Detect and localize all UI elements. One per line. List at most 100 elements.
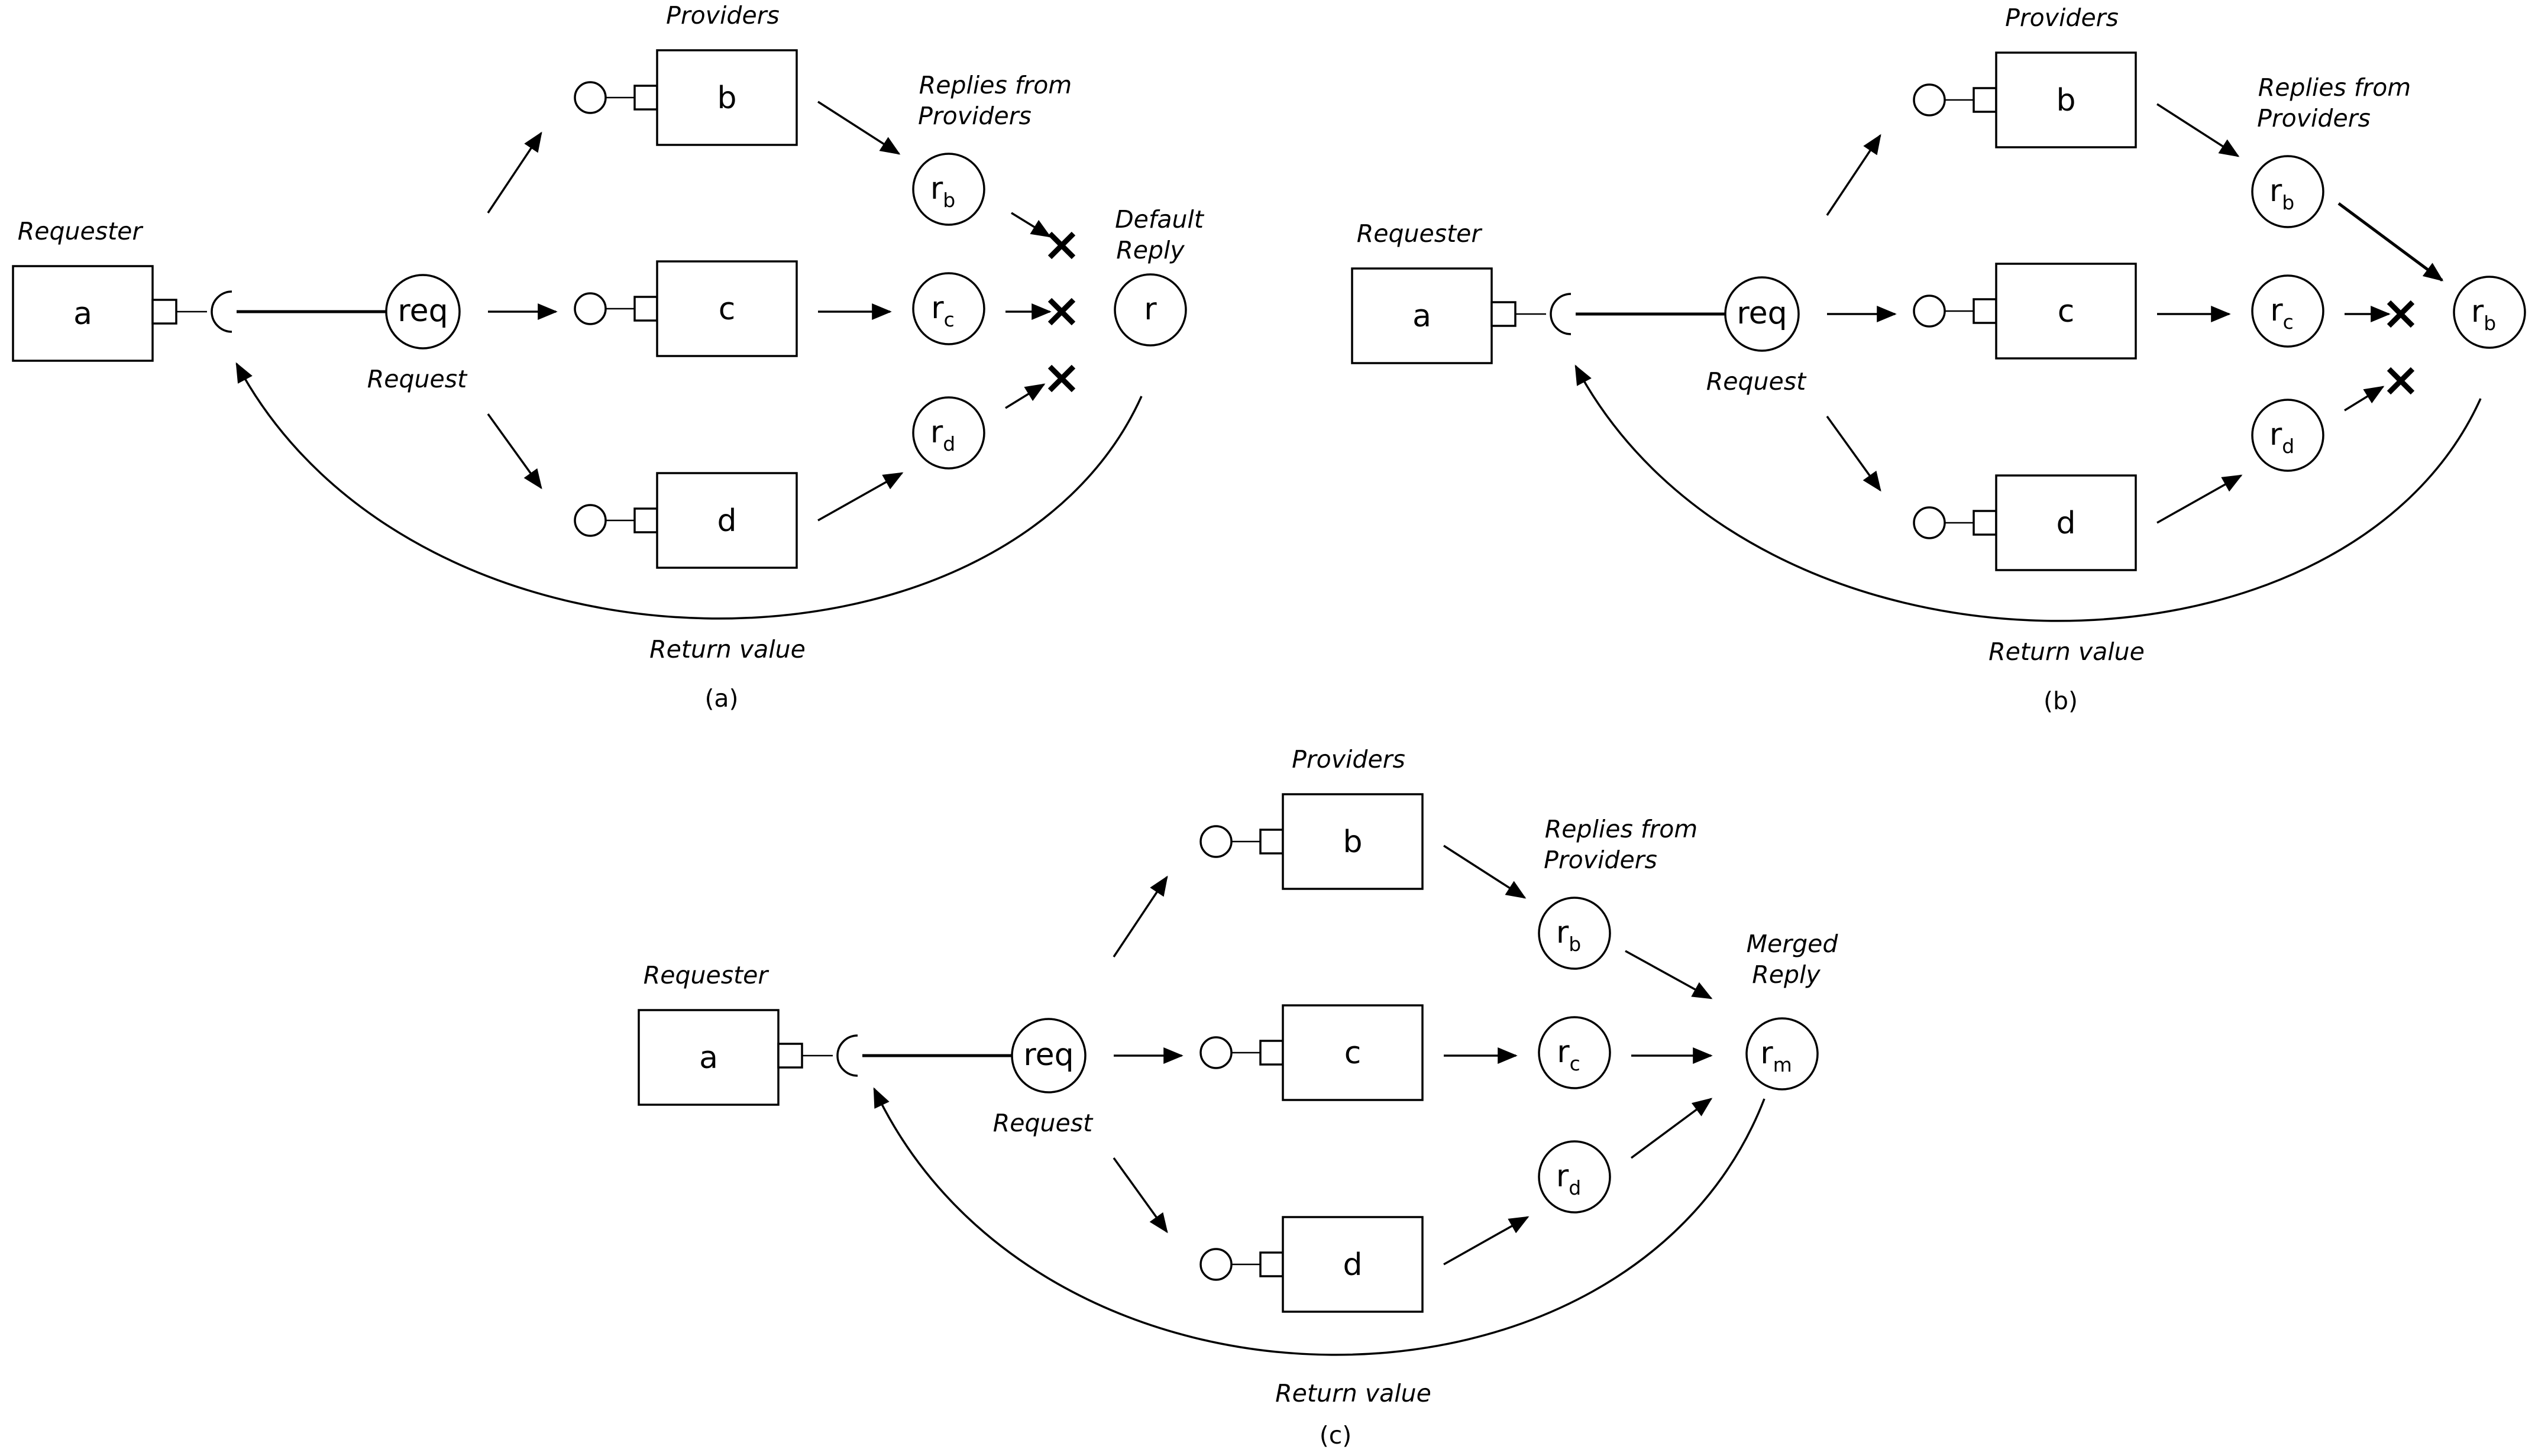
arrow-to-provider-d (1826, 415, 1881, 492)
arrow-reply-d (817, 472, 904, 522)
provider-port (633, 507, 658, 533)
node-label-base: r (1144, 292, 1157, 327)
cross-stroke (2387, 300, 2415, 328)
provider-b: b (1199, 793, 1424, 890)
provider-label: d (717, 503, 736, 539)
replies-label: Providers (1544, 846, 1657, 874)
provider-d: d (1913, 474, 2137, 571)
arrow-discard-b (1011, 212, 1052, 238)
provider-d: d (574, 472, 798, 569)
cross-stroke (1047, 297, 1076, 326)
reply-node-rc: rc (2251, 274, 2324, 348)
discard-cross-c (2387, 300, 2415, 328)
result-label: Default (1115, 205, 1205, 234)
provider-box (1995, 263, 2137, 360)
node-label-base: r (2269, 417, 2282, 452)
node-circle (2251, 155, 2324, 228)
node-label-subscript: c (1570, 1052, 1580, 1075)
request-node: req (385, 274, 461, 350)
provider-interface (1199, 1036, 1233, 1069)
request-node: req (1011, 1018, 1087, 1093)
replies-label: Providers (2257, 104, 2371, 132)
node-label-subscript: b (1569, 933, 1581, 956)
provider-box (1995, 51, 2137, 148)
caption-b: (b) (2043, 687, 2078, 715)
node-circle (1724, 276, 1800, 352)
node-circle (1538, 1140, 1611, 1214)
replies-label: Replies from (2258, 73, 2411, 102)
cross-stroke (1047, 231, 1076, 260)
requester-label: Requester (644, 961, 769, 989)
node-label-base: req (1737, 296, 1787, 331)
node-circle (2251, 274, 2324, 348)
node-label-base: r (1760, 1036, 1773, 1071)
provider-port (1973, 87, 1997, 113)
provider-interface (574, 81, 607, 114)
provider-c: c (1913, 263, 2137, 360)
node-label-base: r (2471, 294, 2484, 329)
provider-label: d (2056, 506, 2075, 541)
requester-box-label: a (1412, 299, 1431, 334)
provider-box (1995, 474, 2137, 571)
requester-port (1490, 301, 1517, 327)
node-label-base: req (397, 293, 448, 329)
provider-interface (1199, 825, 1233, 858)
provider-interface (574, 504, 607, 537)
provider-port (1259, 1040, 1284, 1066)
node-label-subscript: c (944, 308, 955, 331)
node-circle (1114, 273, 1187, 347)
return-arc (873, 1087, 1766, 1356)
arrow-to-provider-d (1113, 1157, 1168, 1234)
node-label-subscript: d (943, 432, 955, 455)
cross-stroke (2387, 367, 2415, 395)
node-label-base: r (930, 171, 943, 206)
provider-c: c (574, 260, 798, 357)
providers-label: Providers (666, 1, 780, 30)
requester-port (777, 1043, 803, 1069)
node-label-base: r (1557, 1034, 1570, 1070)
arrow-reply-b (1443, 845, 1527, 899)
requester-box-label: a (699, 1040, 718, 1076)
node-circle (385, 274, 461, 350)
node-label: rd (930, 415, 955, 455)
provider-label: b (1343, 824, 1362, 860)
request-node: req (1724, 276, 1800, 352)
node-circle (1745, 1017, 1819, 1091)
return-label: Return value (1988, 638, 2145, 666)
node-label: rd (1556, 1159, 1581, 1199)
provider-port (1259, 829, 1284, 855)
requester-socket (836, 1034, 858, 1077)
node-label-base: req (1023, 1037, 1074, 1073)
node-circle (1011, 1018, 1087, 1093)
arrow-reply-b (817, 101, 901, 155)
result-label: Merged (1747, 930, 1839, 958)
node-label: req (397, 293, 448, 329)
node-label: rb (1556, 915, 1581, 956)
provider-box (1282, 1216, 1424, 1313)
node-circle (912, 153, 985, 226)
replies-label: Providers (918, 102, 1032, 130)
requester-box (1351, 267, 1493, 364)
cross-stroke (1047, 364, 1076, 393)
result-node: r (1114, 273, 1187, 347)
provider-label: c (1344, 1036, 1362, 1071)
return-arc (1574, 364, 2482, 622)
node-label-base: r (930, 415, 943, 450)
node-circle (912, 396, 985, 470)
reply-node-rc: rc (1538, 1016, 1611, 1089)
arrow-to-provider-b (1826, 134, 1881, 216)
provider-port (1973, 298, 1997, 324)
providers-label: Providers (2005, 4, 2119, 32)
provider-port (633, 85, 658, 111)
requester-box-label: a (73, 296, 92, 332)
node-label-subscript: m (1773, 1053, 1792, 1076)
reply-node-rb: rb (912, 153, 985, 226)
arrow-to-provider-b (1113, 875, 1168, 957)
arrow-reply-b (2156, 103, 2240, 157)
node-label-subscript: b (2282, 191, 2294, 214)
provider-b: b (574, 49, 798, 146)
provider-interface (1199, 1248, 1233, 1281)
node-label: rb (2269, 173, 2294, 214)
